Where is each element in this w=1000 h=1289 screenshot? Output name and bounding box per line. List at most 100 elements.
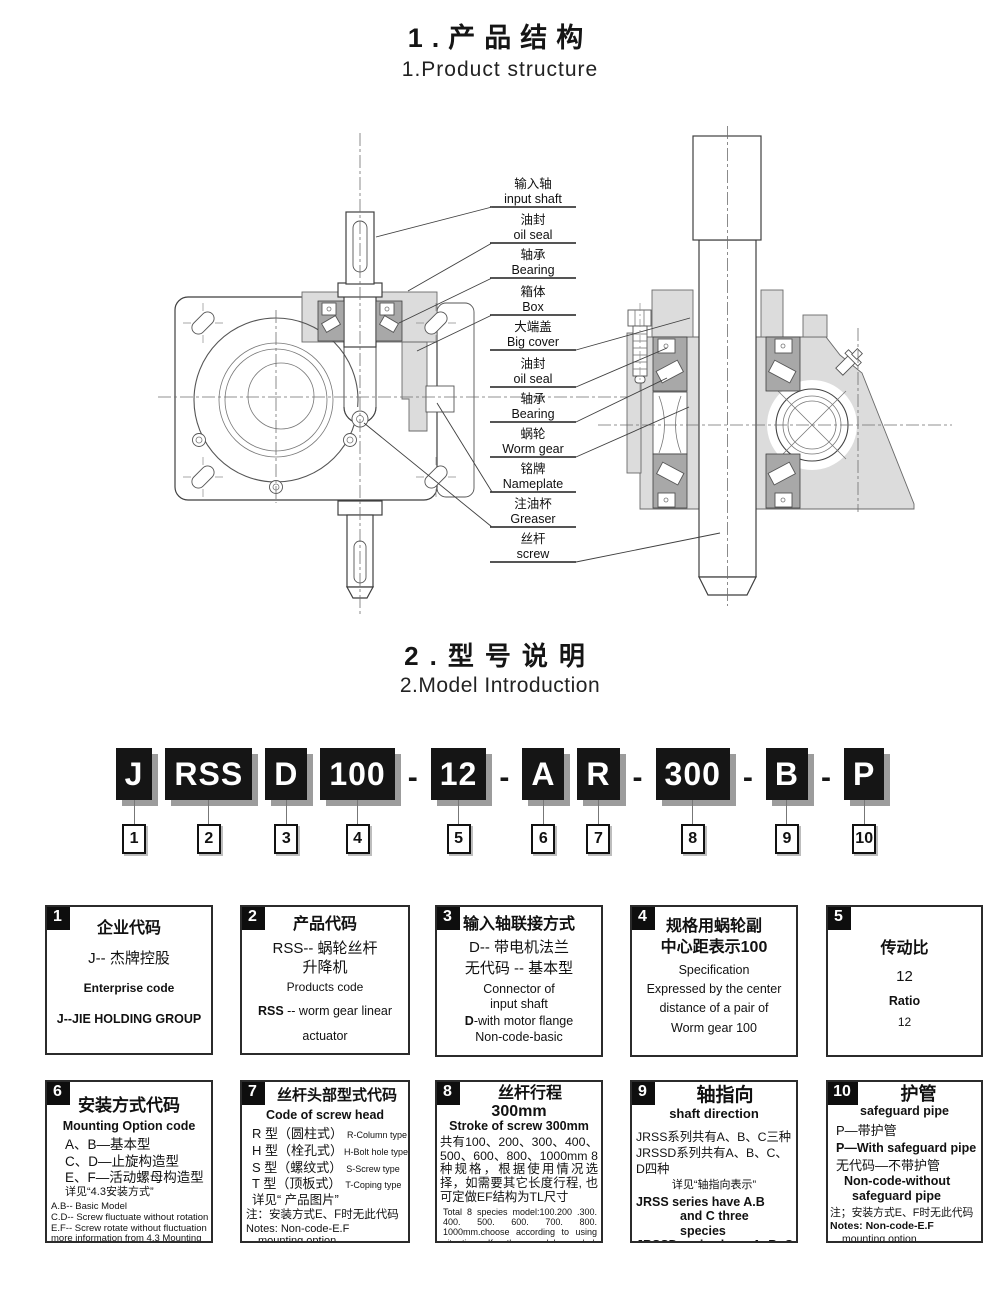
box-item: R 型（圆柱式）R-Column type — [242, 1126, 408, 1143]
box-line-en: and C three species — [680, 1209, 749, 1238]
box-line: 升降机 — [302, 959, 348, 977]
connector-line — [285, 800, 287, 824]
callout-label-en: Big cover — [507, 335, 559, 349]
section2-title-en: 2.Model Introduction — [399, 674, 601, 697]
box-line: C、D—止旋构造型 — [65, 1153, 179, 1169]
connector-line — [208, 800, 210, 824]
callout-oil-seal-2: 油封 oil seal — [490, 347, 668, 388]
code-segment-6: A 6 — [522, 748, 565, 854]
screw-shaft — [692, 135, 762, 596]
box-note-en: Notes: Non-code-E.F — [246, 1222, 350, 1235]
connector-line — [863, 800, 865, 824]
greaser-fitting — [835, 348, 863, 376]
box-line-part: RSS — [257, 1004, 284, 1019]
code-value: B — [765, 748, 809, 800]
box-number-tag: 8 — [437, 1082, 460, 1105]
callout-label-zh: 蜗轮 — [520, 426, 545, 441]
code-index: 8 — [680, 824, 705, 854]
code-value: RSS — [165, 748, 253, 800]
code-index: 7 — [586, 824, 611, 854]
box-title-en: Ratio — [888, 994, 921, 1009]
box-title-zh: 传动比 — [880, 940, 929, 957]
callout-label-en: Worm gear — [502, 442, 564, 456]
box-line: RSS-- 蜗轮丝杆 — [272, 939, 378, 957]
model-code-row: J 1 RSS 2 D 3 100 4 - 12 5 - A 6 R 7 - 3… — [0, 748, 1000, 854]
connector-line — [786, 800, 788, 824]
info-box-4-specification: 4 规格用蜗轮副 中心距表示100 Specification Expresse… — [630, 905, 798, 1057]
code-index: 9 — [774, 824, 799, 854]
callout-bearing-2: 轴承 Bearing — [490, 377, 668, 423]
callout-box: 箱体 Box — [416, 284, 576, 352]
box-value: 12 — [896, 967, 913, 985]
box-number-tag: 10 — [828, 1082, 858, 1105]
info-box-2-products-code: 2 产品代码 RSS-- 蜗轮丝杆 升降机 Products code RSS … — [240, 905, 410, 1055]
code-value: P — [844, 748, 885, 800]
code-segment-8: 300 8 — [655, 748, 730, 854]
box-line: P—带护管 — [836, 1123, 897, 1139]
box-title-en: shaft direction — [669, 1105, 759, 1121]
callout-label-zh: 油封 — [520, 357, 545, 371]
box-note: 注：安装方式E、F时无此代码 — [246, 1209, 399, 1222]
item-en: S-Screw type — [346, 1163, 400, 1174]
big-cover-block — [651, 289, 694, 338]
box-number-tag: 4 — [632, 907, 655, 930]
product-structure-diagram: 输入轴 input shaft 油封 oil seal 轴承 Bearing 箱… — [158, 126, 952, 614]
item-en: H-Bolt hole type — [343, 1146, 408, 1157]
box-line: J--JIE HOLDING GROUP — [56, 1011, 202, 1026]
box-title-zh: 护管 — [900, 1084, 937, 1104]
box-number-tag: 6 — [47, 1082, 70, 1105]
callout-label-en: Box — [522, 300, 544, 314]
box-title-zh: 丝杆头部型式代码 — [276, 1087, 397, 1104]
code-value: 12 — [430, 748, 487, 800]
box-title-en: Mounting Option code — [62, 1119, 196, 1134]
code-value: 300 — [655, 748, 730, 800]
box-line: Non-code-without — [844, 1174, 951, 1189]
box-line: J-- 杰牌控股 — [88, 949, 170, 967]
box-line: A、B—基本型 — [65, 1137, 151, 1153]
callout-label-zh: 轴承 — [520, 391, 546, 406]
box-note-en: E.F-- Screw rotate without fluctuation — [51, 1222, 207, 1234]
box-line-part: D — [464, 1014, 474, 1029]
box-body-en: Total 8 species model:100.200 .300. 400.… — [443, 1206, 597, 1243]
bearing-block — [652, 336, 688, 392]
box-note-en: A.B-- Basic Model — [51, 1200, 128, 1212]
item-en: T-Coping type — [345, 1180, 402, 1191]
box-note-en: mounting option — [258, 1235, 337, 1243]
info-box-1-enterprise-code: 1 企业代码 J-- 杰牌控股 Enterprise code J--JIE H… — [45, 905, 213, 1055]
box-line: actuator — [302, 1028, 348, 1043]
box-line: JRSS系列共有A、B、C三种 — [636, 1129, 792, 1144]
code-index: 10 — [852, 824, 877, 854]
info-box-8-screw-stroke: 8 丝杆行程 300mm Stroke of screw 300mm 共有100… — [435, 1080, 603, 1243]
item-en: R-Column type — [347, 1129, 408, 1140]
connector-line — [542, 800, 544, 824]
section2-title-zh: 2.型号说明 — [404, 641, 596, 671]
info-box-6-mounting-option: 6 安装方式代码 Mounting Option code A、B—基本型 C、… — [45, 1080, 213, 1243]
code-index: 2 — [196, 824, 221, 854]
box-number-tag: 9 — [632, 1082, 655, 1105]
box-line: distance of a pair of — [659, 1001, 769, 1016]
box-number-tag: 5 — [828, 907, 851, 930]
callout-bearing-1: 轴承 Bearing — [398, 247, 576, 324]
box-title-en: Products code — [286, 979, 364, 994]
code-index: 5 — [446, 824, 471, 854]
callout-screw: 丝杆 screw — [490, 532, 721, 563]
code-value: J — [115, 748, 153, 800]
callout-label-zh: 铭牌 — [520, 461, 545, 476]
item-zh: T 型（顶板式） — [252, 1176, 342, 1192]
box-line-en: JRSSD series have A. B. C — [636, 1238, 796, 1241]
box-title-zh: 轴指向 — [696, 1085, 754, 1106]
box-title-zh: 产品代码 — [292, 916, 357, 933]
box-note-en: C.D-- Screw fluctuate without rotation — [51, 1211, 209, 1223]
item-zh: S 型（螺纹式） — [252, 1159, 343, 1175]
code-segment-10: P 10 — [844, 748, 885, 854]
info-box-5-ratio: 5 传动比 12 Ratio 12 — [826, 905, 983, 1057]
box-title-en: Code of screw head — [265, 1107, 385, 1122]
box-title-en: safeguard pipe — [860, 1103, 949, 1118]
code-value: D — [265, 748, 308, 800]
box-line: P—With safeguard pipe — [836, 1140, 977, 1155]
info-box-3-input-shaft-connector: 3 输入轴联接方式 D-- 带电机法兰 无代码 -- 基本型 Connector… — [435, 905, 603, 1057]
info-box-10-safeguard-pipe: 10 护管 safeguard pipe P—带护管 P—With safegu… — [826, 1080, 983, 1243]
bearing-block — [765, 336, 801, 392]
code-segment-1: J 1 — [115, 748, 153, 854]
